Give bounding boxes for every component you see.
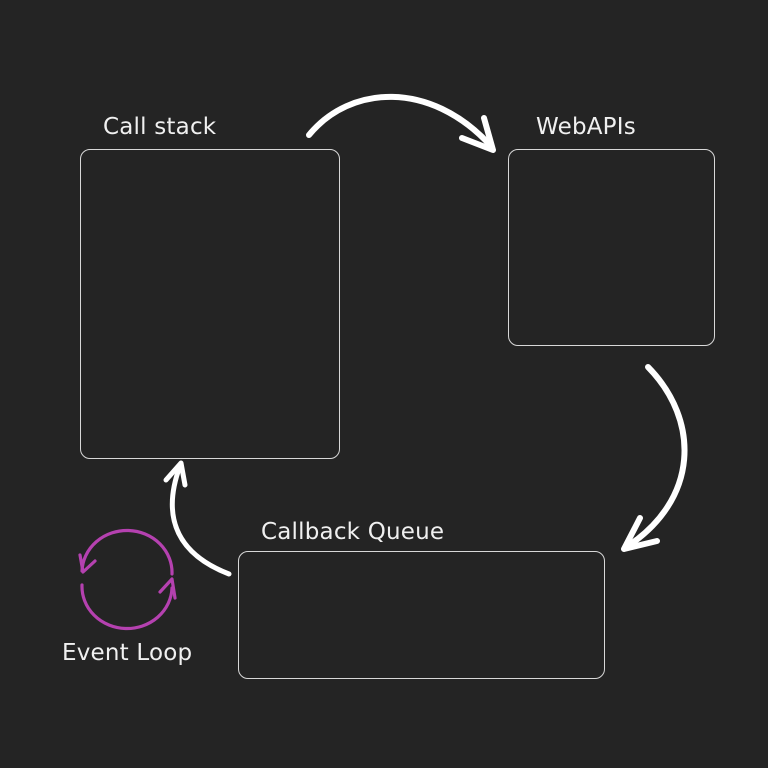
callback-queue-box [238, 551, 605, 679]
webapis-label: WebAPIs [536, 114, 636, 140]
event-loop-label: Event Loop [62, 640, 193, 666]
arrow-callstack-to-webapis [306, 93, 496, 153]
call-stack-label: Call stack [103, 114, 217, 140]
arrow-callbackqueue-to-callstack [163, 460, 232, 577]
arrow-webapis-to-callbackqueue [621, 364, 688, 552]
webapis-box [508, 149, 715, 346]
callback-queue-label: Callback Queue [261, 519, 445, 545]
call-stack-box [80, 149, 340, 459]
cycle-arrows-icon [78, 528, 177, 631]
